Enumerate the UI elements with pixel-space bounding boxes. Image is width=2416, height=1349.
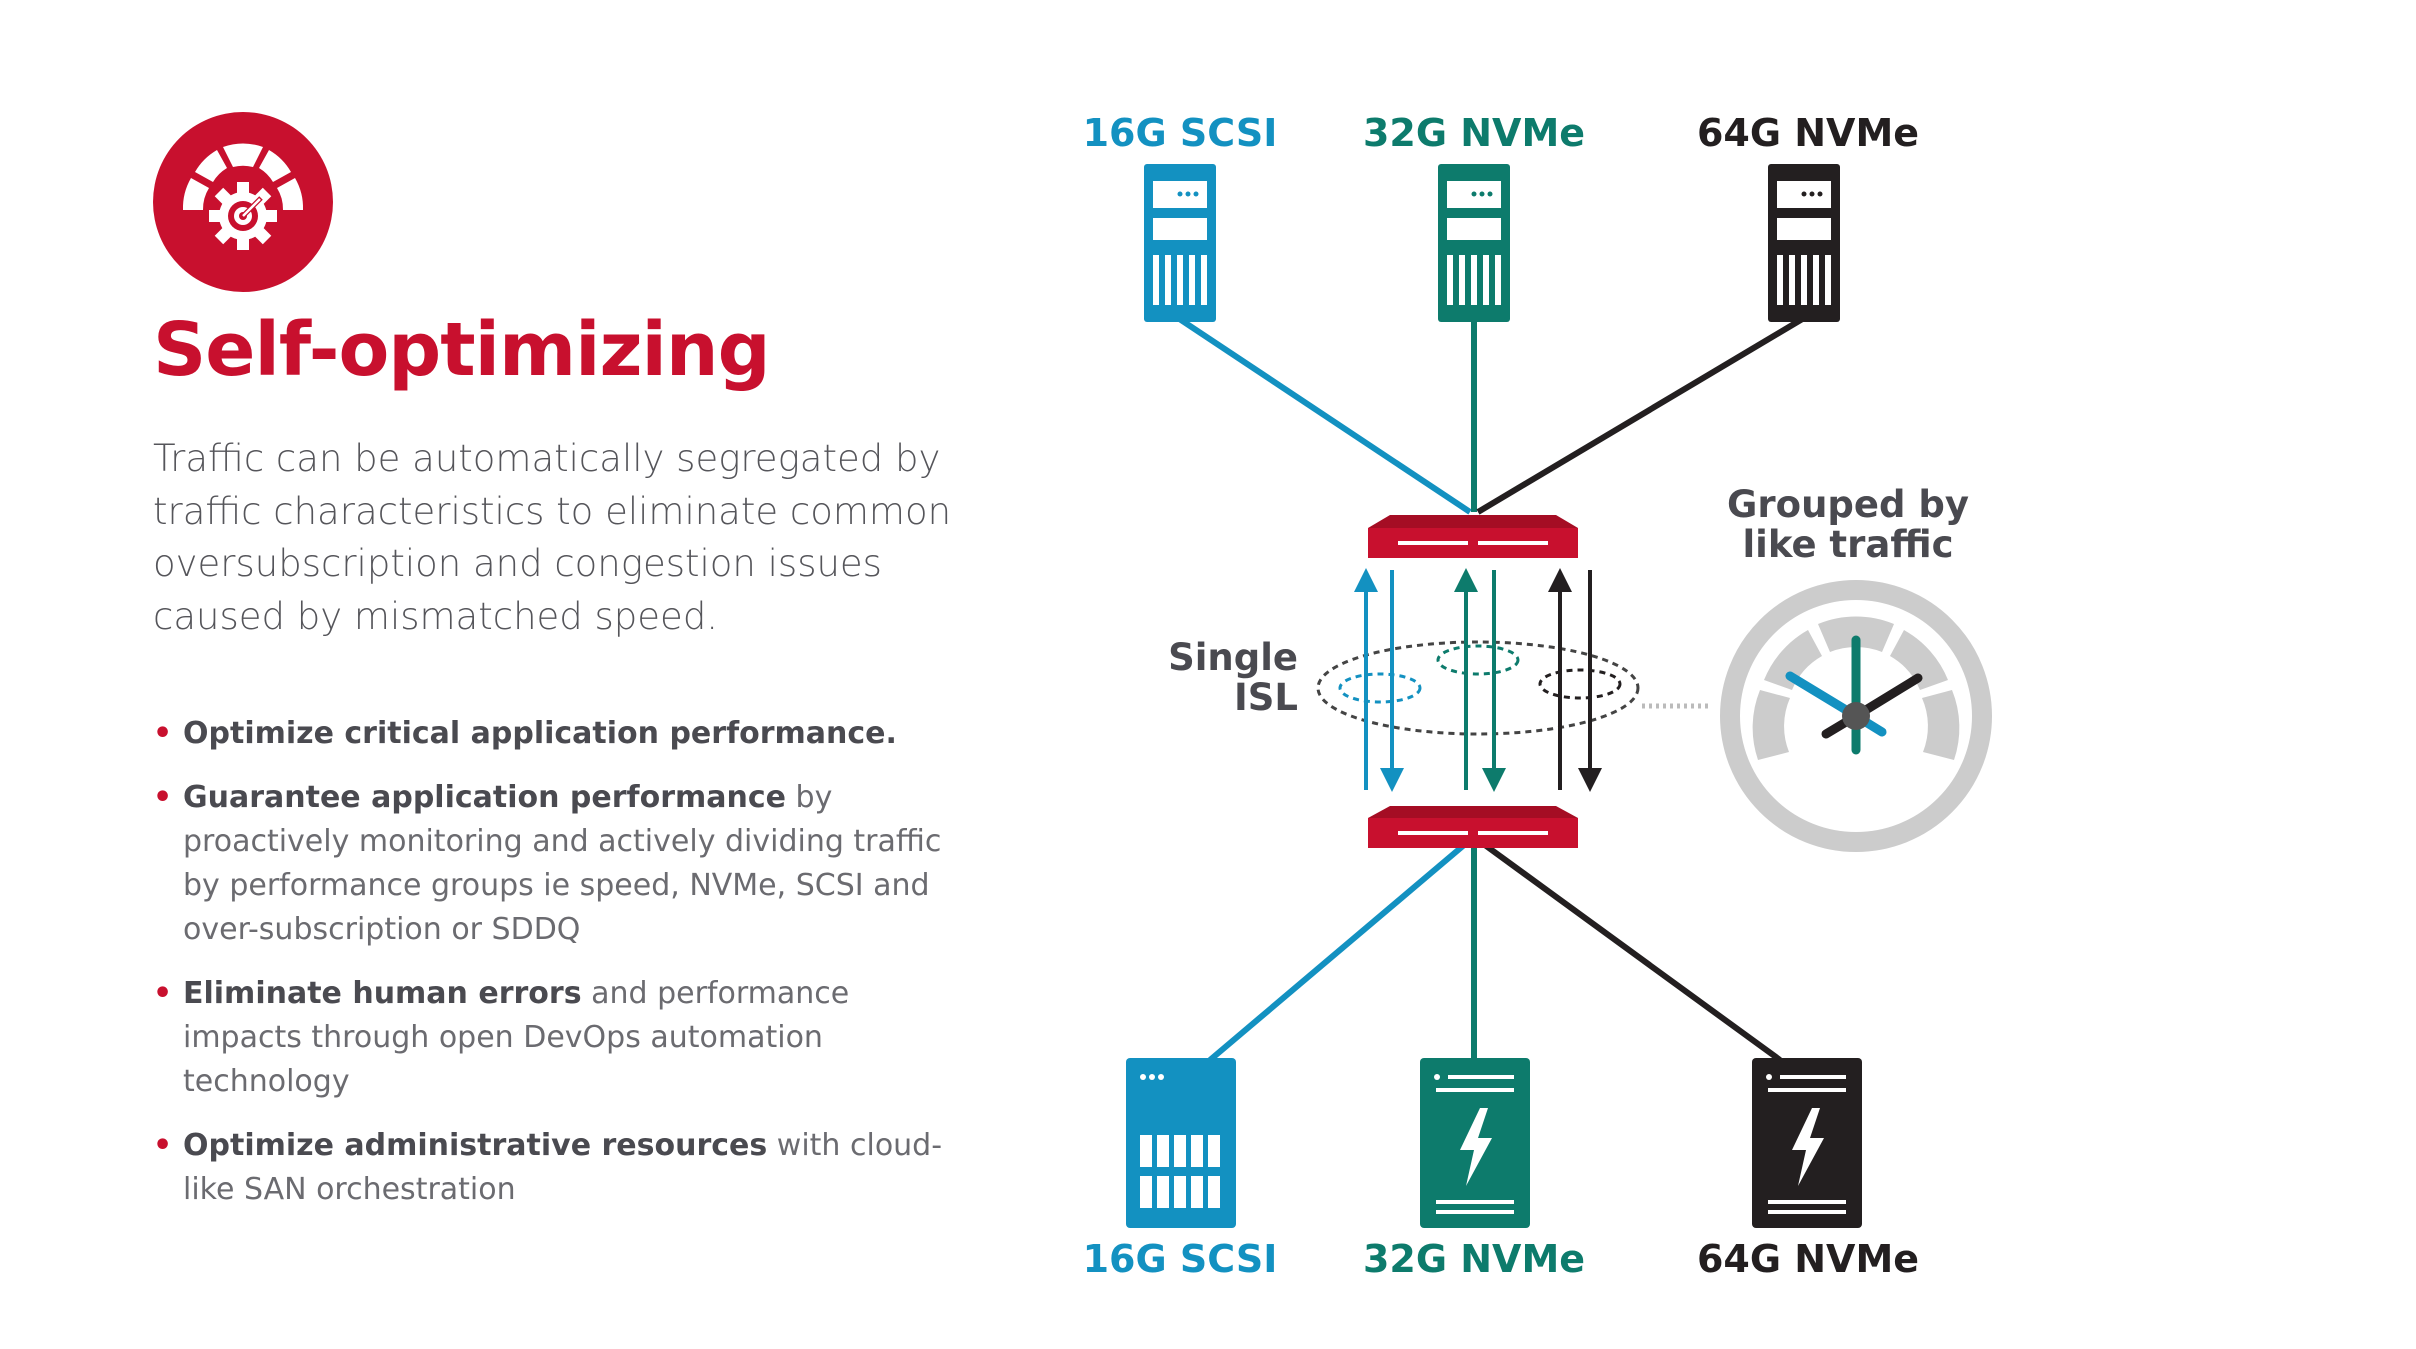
link-64g-top [1476, 315, 1806, 515]
page-title: Self-optimizing [153, 307, 771, 393]
server-icon [1144, 164, 1216, 322]
bottom-storage-label: 16G SCSI [1083, 1237, 1278, 1281]
list-item: Optimize critical application performanc… [153, 712, 953, 756]
list-item-title: Eliminate human errors [183, 976, 582, 1011]
isl-traffic-rings [1316, 640, 1640, 736]
top-server-label: 16G SCSI [1083, 111, 1278, 155]
traffic-arrows [1354, 568, 1602, 792]
top-server-label: 64G NVMe [1697, 111, 1919, 155]
flash-storage-icon [1420, 1058, 1530, 1228]
bottom-storage-label: 32G NVMe [1363, 1237, 1585, 1281]
list-item-text: with cloud-like SAN orchestration [183, 1128, 943, 1207]
list-item-title: Optimize critical application performanc… [183, 716, 897, 751]
text-panel: Self-optimizing Traffic can be automatic… [0, 0, 1000, 1349]
link-64g-bottom [1476, 837, 1782, 1063]
grouped-label-line2: like traffic [1742, 523, 1953, 566]
list-item-text: by proactively monitoring and actively d… [183, 780, 942, 947]
server-icon [1768, 164, 1840, 322]
list-item-title: Guarantee application performance [183, 780, 786, 815]
gauge-icon [1720, 580, 1992, 852]
list-item: Optimize administrative resources with c… [153, 1124, 953, 1212]
grouped-label-line1: Grouped by [1727, 483, 1969, 526]
switch-icon [1368, 806, 1578, 848]
intro-paragraph: Traffic can be automatically segregated … [153, 437, 952, 638]
feature-list: Optimize critical application performanc… [153, 712, 953, 1232]
switch-icon [1368, 515, 1578, 558]
isl-label-line1: Single [1168, 636, 1298, 679]
link-16g-bottom [1208, 837, 1472, 1063]
list-item-title: Optimize administrative resources [183, 1128, 768, 1163]
list-item: Eliminate human errors and performance i… [153, 972, 953, 1104]
server-icon [1438, 164, 1510, 322]
gear-target-icon [182, 143, 304, 250]
self-optimizing-badge [153, 112, 333, 292]
storage-array-icon [1126, 1058, 1236, 1228]
list-item-text: and performance impacts through open Dev… [183, 976, 850, 1099]
isl-label-line2: ISL [1234, 676, 1298, 719]
link-16g-top [1176, 315, 1472, 515]
list-item: Guarantee application performance by pro… [153, 776, 953, 952]
top-server-label: 32G NVMe [1363, 111, 1585, 155]
flash-storage-icon [1752, 1058, 1862, 1228]
bottom-storage-label: 64G NVMe [1697, 1237, 1919, 1281]
